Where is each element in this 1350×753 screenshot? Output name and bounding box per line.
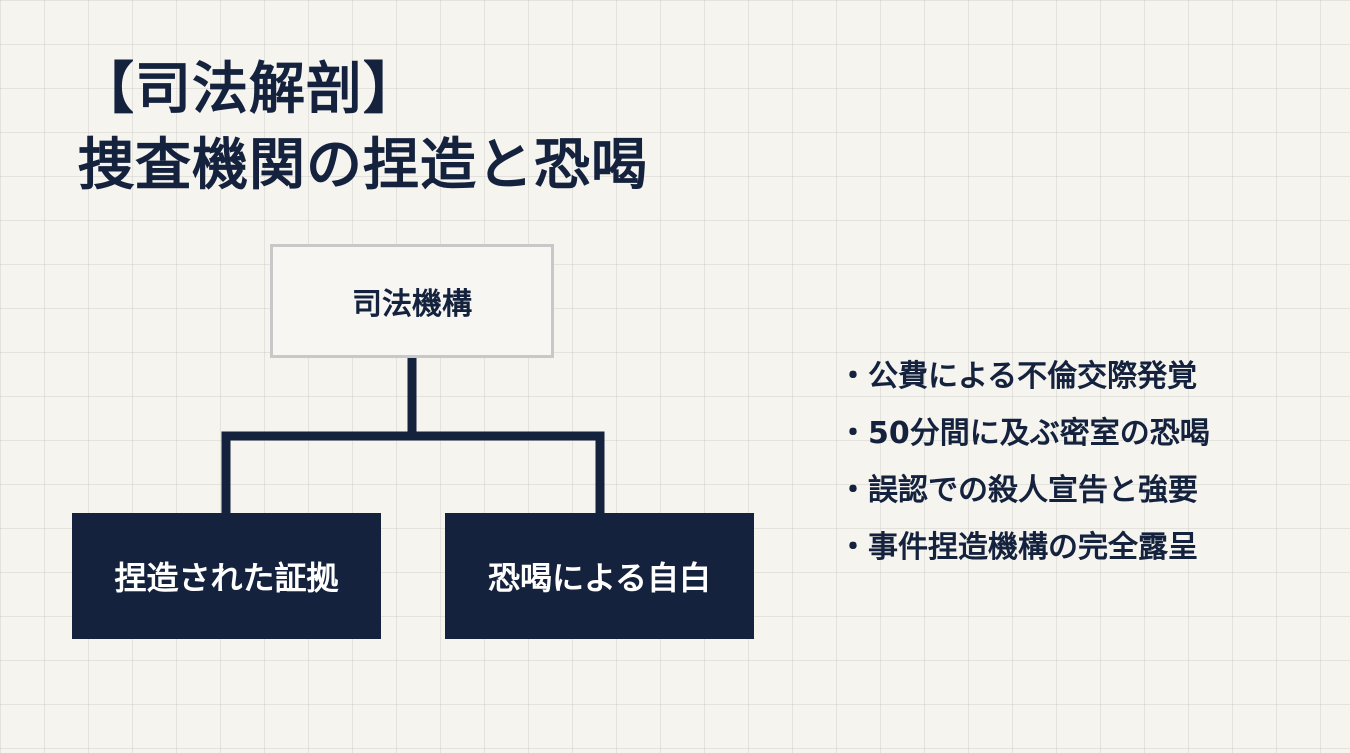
diagram-child-node-coerced-confession: 恐喝による自白 [445,513,754,639]
diagram-child-node-fabricated-evidence: 捏造された証拠 [72,513,381,639]
bullet-item: ・公費による不倫交際発覚 [838,359,1198,394]
diagram-root-label: 司法機構 [352,287,472,322]
diagram-root-node: 司法機構 [270,244,554,358]
diagram-child-label: 捏造された証拠 [114,559,339,597]
bullet-item: ・50分間に及ぶ密室の恐喝 [838,416,1210,451]
bullet-item: ・誤認での殺人宣告と強要 [838,473,1198,508]
bullet-item: ・事件捏造機構の完全露呈 [838,530,1198,565]
bullet-list: ・公費による不倫交際発覚 ・50分間に及ぶ密室の恐喝 ・誤認での殺人宣告と強要 … [838,348,1210,576]
diagram-child-label: 恐喝による自白 [487,559,712,597]
title-line-1: 【司法解剖】 [78,57,420,122]
page-title: 【司法解剖】 捜査機関の捏造と恐喝 [78,52,648,204]
title-line-2: 捜査機関の捏造と恐喝 [78,133,648,198]
